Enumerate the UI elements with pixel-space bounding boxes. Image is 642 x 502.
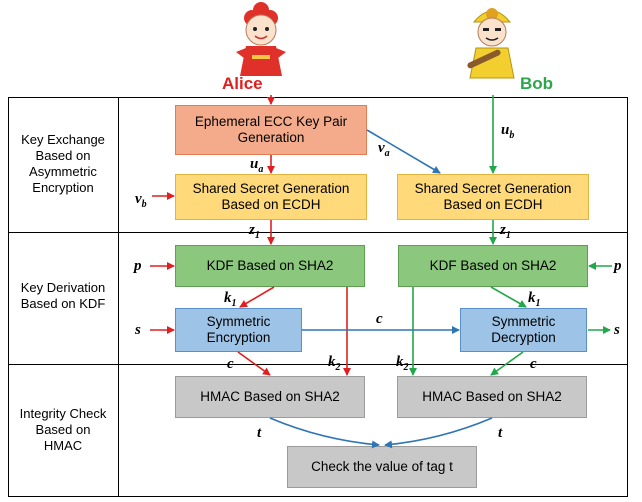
label-k2-bob: k2 bbox=[396, 354, 409, 373]
bob-character-icon bbox=[452, 0, 532, 80]
label-t-bob: t bbox=[498, 425, 503, 441]
label-u-b: ub bbox=[501, 122, 515, 141]
row-label-integrity-check: Integrity Check Based on HMAC bbox=[19, 406, 107, 453]
label-p-bob: p bbox=[614, 258, 622, 274]
label-v-a: va bbox=[378, 140, 390, 159]
label-t-alice: t bbox=[257, 425, 262, 441]
kdf-bob-box: KDF Based on SHA2 bbox=[398, 245, 588, 287]
shared-secret-alice-box: Shared Secret Generation Based on ECDH bbox=[175, 174, 367, 220]
alice-name: Alice bbox=[222, 74, 263, 93]
shared-secret-bob-box: Shared Secret Generation Based on ECDH bbox=[397, 174, 589, 220]
row-divider-1 bbox=[8, 232, 628, 233]
row-label-key-derivation: Key Derivation Based on KDF bbox=[20, 280, 106, 311]
bob-name: Bob bbox=[520, 74, 554, 93]
label-s-bob: s bbox=[614, 322, 620, 338]
table-frame bbox=[8, 97, 628, 497]
label-s-alice: s bbox=[135, 322, 141, 338]
check-tag-box: Check the value of tag t bbox=[287, 446, 477, 488]
row-divider-2 bbox=[8, 364, 628, 365]
label-c-bob: c bbox=[530, 356, 537, 372]
hmac-bob-box: HMAC Based on SHA2 bbox=[397, 376, 587, 418]
kdf-alice-box: KDF Based on SHA2 bbox=[175, 245, 365, 287]
row-label-key-exchange: Key Exchange Based on Asymmetric Encrypt… bbox=[21, 132, 105, 195]
symmetric-decryption-box: Symmetric Decryption bbox=[460, 308, 587, 352]
label-k1-bob: k1 bbox=[528, 290, 541, 309]
label-p-alice: p bbox=[134, 258, 142, 274]
label-column-divider bbox=[118, 97, 119, 497]
label-k1-alice: k1 bbox=[224, 290, 237, 309]
label-z1-bob: z1 bbox=[500, 222, 511, 241]
label-k2-alice: k2 bbox=[328, 354, 341, 373]
ephemeral-key-pair-box: Ephemeral ECC Key Pair Generation bbox=[175, 105, 367, 155]
label-c-alice: c bbox=[227, 356, 234, 372]
label-u-a: ua bbox=[250, 156, 264, 175]
label-v-b: vb bbox=[135, 191, 147, 210]
alice-character-icon bbox=[222, 0, 300, 78]
label-z1-alice: z1 bbox=[249, 222, 260, 241]
label-c-mid: c bbox=[376, 311, 383, 327]
hmac-alice-box: HMAC Based on SHA2 bbox=[175, 376, 365, 418]
symmetric-encryption-box: Symmetric Encryption bbox=[175, 308, 302, 352]
